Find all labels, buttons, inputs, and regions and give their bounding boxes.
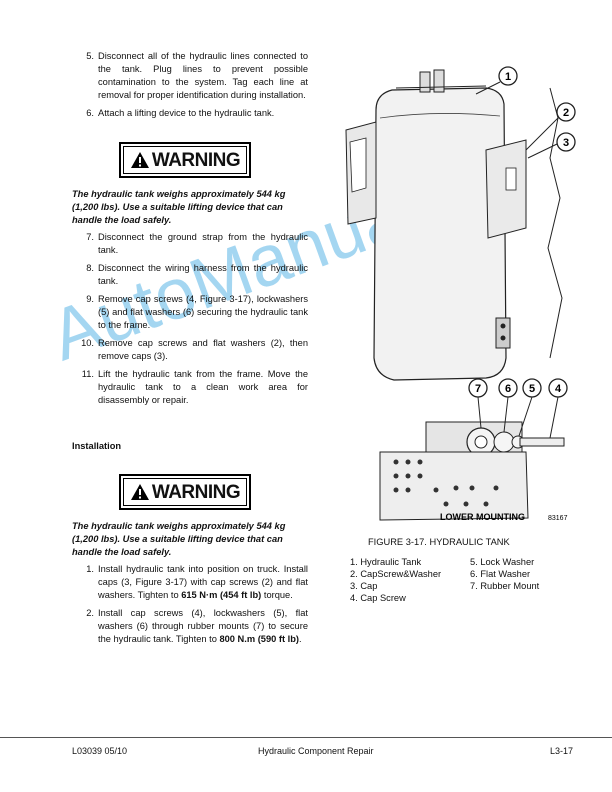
callout-1: 1 <box>505 71 511 83</box>
removal-steps-column: 5. Disconnect all of the hydraulic lines… <box>72 50 308 412</box>
warning-text: The hydraulic tank weighs approximately … <box>72 521 286 557</box>
warning-label: WARNING <box>151 149 241 171</box>
step-number: 5. <box>86 51 94 61</box>
step-6: 6. Attach a lifting device to the hydrau… <box>72 107 308 120</box>
figure-caption: FIGURE 3-17. HYDRAULIC TANK <box>368 537 510 547</box>
step-text-part: Install hydraulic tank into position on … <box>98 564 308 600</box>
callout-5: 5 <box>529 383 535 395</box>
footer-doc-id: L03039 05/10 <box>72 746 128 756</box>
step-text: Attach a lifting device to the hydraulic… <box>98 108 275 118</box>
warning-text: The hydraulic tank weighs approximately … <box>72 189 286 225</box>
figure-code: 83167 <box>548 515 568 522</box>
footer-title: Hydraulic Component Repair <box>258 746 374 756</box>
legend-item: 4. Cap Screw <box>350 593 406 603</box>
step-number: 1. <box>86 564 94 574</box>
warning-triangle-icon <box>130 152 149 168</box>
installation-column: WARNING The hydraulic tank weighs approx… <box>72 474 308 651</box>
step-text: Disconnect the wiring harness from the h… <box>98 263 308 286</box>
callout-7: 7 <box>475 383 481 395</box>
section-title-installation: Installation <box>72 441 122 451</box>
warning-triangle-icon <box>130 484 149 500</box>
install-step-1: 1. Install hydraulic tank into position … <box>72 563 308 602</box>
step-text: Disconnect all of the hydraulic lines co… <box>98 51 308 100</box>
step-number: 2. <box>86 608 94 618</box>
legend-item: 2. CapScrew&Washer <box>350 569 442 579</box>
step-10: 10. Remove cap screws and flat washers (… <box>72 337 308 363</box>
install-step-2: 2. Install cap screws (4), lockwashers (… <box>72 607 308 646</box>
warning-label: WARNING <box>151 481 241 503</box>
callout-6: 6 <box>505 383 511 395</box>
callout-4: 4 <box>555 383 562 395</box>
hydraulic-tank-figure: 1 2 3 7 6 5 4 LOWER MOUNTING 83167 <box>345 66 576 522</box>
step-number: 8. <box>86 263 94 273</box>
step-number: 7. <box>86 232 94 242</box>
footer-page-number: L3-17 <box>550 746 574 756</box>
legend-item: 5. Lock Washer <box>470 557 535 567</box>
legend-item: 7. Rubber Mount <box>470 581 540 591</box>
step-8: 8. Disconnect the wiring harness from th… <box>72 262 308 288</box>
step-11: 11. Lift the hydraulic tank from the fra… <box>72 368 308 407</box>
legend-item: 6. Flat Washer <box>470 569 531 579</box>
warning-sign: WARNING <box>119 142 251 178</box>
torque-value: 800 N.m (590 ft lb) <box>219 634 300 644</box>
warning-sign: WARNING <box>119 474 251 510</box>
step-7: 7. Disconnect the ground strap from the … <box>72 231 308 257</box>
step-text: Disconnect the ground strap from the hyd… <box>98 232 308 255</box>
step-number: 9. <box>86 294 94 304</box>
footer-rule <box>0 737 612 738</box>
lower-mounting-label: LOWER MOUNTING <box>440 512 525 522</box>
step-text: Install cap screws (4), lockwashers (5),… <box>98 607 308 646</box>
legend-item: 3. Cap <box>350 581 378 591</box>
step-text-part: . <box>299 634 302 644</box>
step-number: 10. <box>81 338 94 348</box>
step-text: Install hydraulic tank into position on … <box>98 563 308 602</box>
torque-value: 615 N·m (454 ft lb) <box>181 590 262 600</box>
step-text: Remove cap screws and flat washers (2), … <box>98 338 308 361</box>
step-9: 9. Remove cap screws (4, Figure 3-17), l… <box>72 293 308 332</box>
callout-2: 2 <box>563 107 569 119</box>
step-text: Lift the hydraulic tank from the frame. … <box>98 369 308 405</box>
step-number: 11. <box>81 369 94 379</box>
step-number: 6. <box>86 108 94 118</box>
callout-3: 3 <box>563 137 569 149</box>
legend-item: 1. Hydraulic Tank <box>350 557 422 567</box>
step-text: Remove cap screws (4, Figure 3-17), lock… <box>98 294 308 330</box>
legend-item <box>470 592 570 604</box>
step-text-part: torque. <box>261 590 293 600</box>
figure-legend: 1. Hydraulic Tank 5. Lock Washer 2. CapS… <box>350 556 570 604</box>
step-text-part: Install cap screws (4), lockwashers (5),… <box>98 608 308 644</box>
step-5: 5. Disconnect all of the hydraulic lines… <box>72 50 308 102</box>
